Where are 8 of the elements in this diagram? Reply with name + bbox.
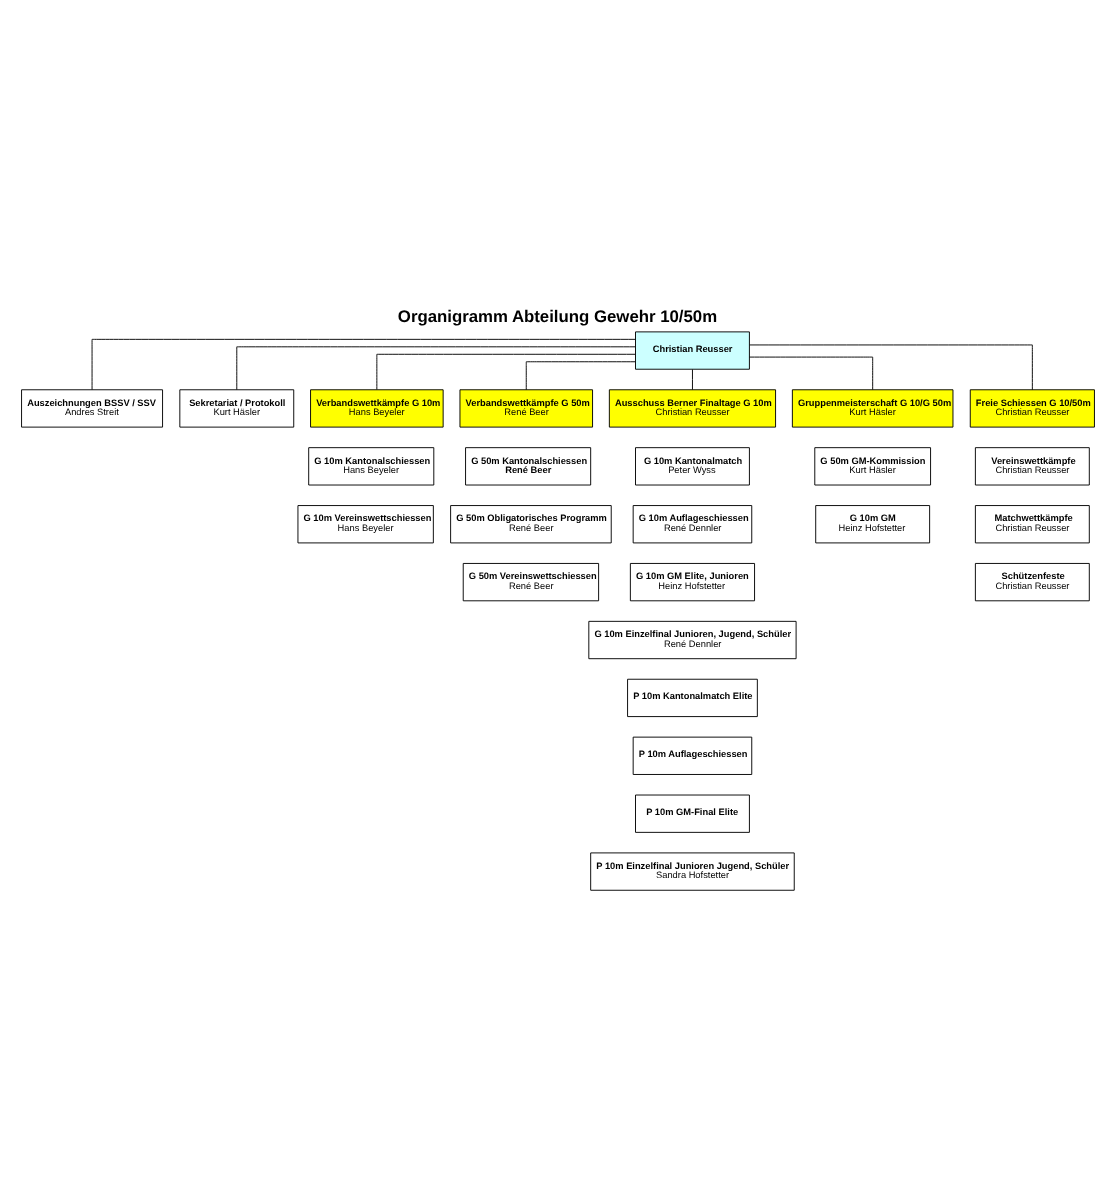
connector <box>749 344 1033 391</box>
connector <box>692 369 693 391</box>
diagram-title: Organigramm Abteilung Gewehr 10/50m <box>397 305 718 326</box>
connector <box>236 346 636 391</box>
connector <box>525 361 636 391</box>
connector <box>91 338 636 391</box>
connector <box>749 356 874 391</box>
connector <box>376 353 636 390</box>
